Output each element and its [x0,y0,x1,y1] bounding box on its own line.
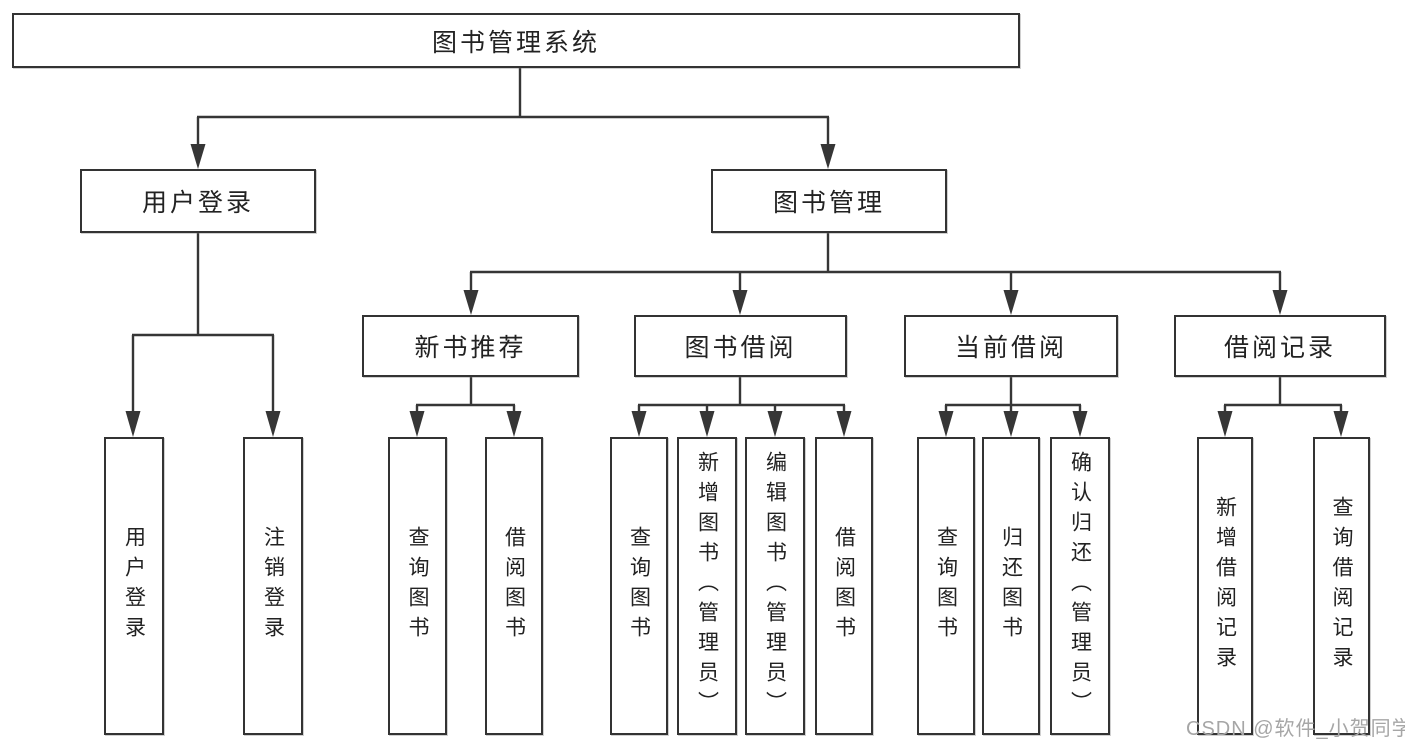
leaf-query-books-recommend: 查询图书 [388,437,447,735]
node-library-management-system: 图书管理系统 [12,13,1020,68]
node-borrow-records: 借阅记录 [1174,315,1386,377]
leaf-label: 查询图书 [627,526,651,646]
node-book-borrow: 图书借阅 [634,315,847,377]
leaf-borrow-books: 借阅图书 [815,437,873,735]
leaf-confirm-return-admin: 确认归还（管理员） [1050,437,1110,735]
arrowhead-icons [125,144,1349,437]
leaf-label: 新增图书（管理员） [695,451,719,721]
leaf-add-borrow-record: 新增借阅记录 [1197,437,1253,735]
node-current-borrow: 当前借阅 [904,315,1118,377]
leaf-label: 借阅图书 [832,526,856,646]
node-label: 图书管理 [772,189,885,217]
leaf-label: 借阅图书 [502,526,526,646]
node-label: 图书管理系统 [431,28,600,57]
leaf-return-books: 归还图书 [982,437,1040,735]
leaf-query-books-borrow: 查询图书 [610,437,668,735]
leaf-label: 确认归还（管理员） [1068,451,1092,721]
leaf-edit-book-admin: 编辑图书（管理员） [745,437,805,735]
node-label: 新书推荐 [414,334,527,362]
node-label: 当前借阅 [954,334,1067,362]
leaf-query-books-current: 查询图书 [917,437,975,735]
leaf-label: 新增借阅记录 [1213,496,1237,676]
leaf-query-borrow-record: 查询借阅记录 [1313,437,1370,735]
leaf-label: 查询借阅记录 [1330,496,1353,676]
watermark: CSDN @软件_小贺同学 [1186,718,1405,740]
leaf-label: 注销登录 [261,526,285,646]
node-user-login: 用户登录 [80,169,316,233]
leaf-user-login: 用户登录 [104,437,164,735]
leaf-label: 查询图书 [934,526,958,646]
leaf-logout: 注销登录 [243,437,303,735]
node-book-management: 图书管理 [711,169,947,233]
leaf-label: 编辑图书（管理员） [763,451,787,721]
leaf-label: 归还图书 [999,526,1023,646]
leaf-borrow-books-recommend: 借阅图书 [485,437,543,735]
node-label: 用户登录 [141,189,254,217]
node-new-book-recommend: 新书推荐 [362,315,579,377]
leaf-add-book-admin: 新增图书（管理员） [677,437,737,735]
node-label: 借阅记录 [1223,334,1336,362]
leaf-label: 用户登录 [122,526,146,646]
leaf-label: 查询图书 [406,526,429,646]
node-label: 图书借阅 [684,334,797,362]
